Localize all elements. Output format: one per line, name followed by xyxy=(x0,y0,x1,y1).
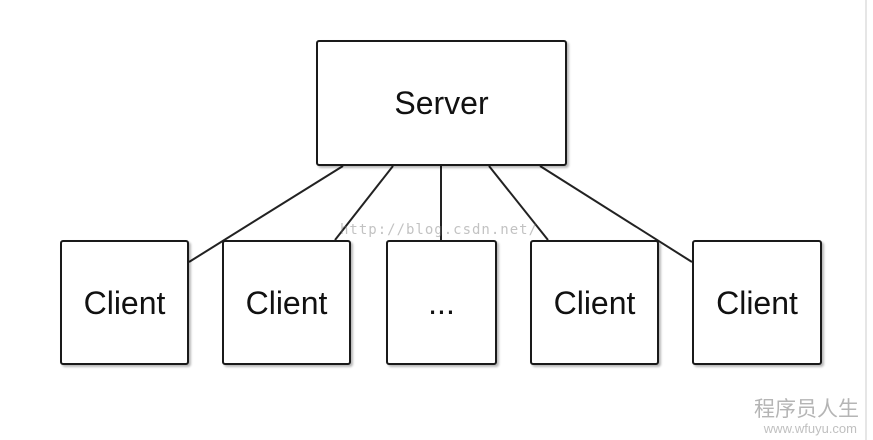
client-node: Client xyxy=(222,240,351,365)
client-node: Client xyxy=(530,240,659,365)
client-label: Client xyxy=(716,284,798,321)
client-label: Client xyxy=(245,284,328,321)
ellipsis-node: ... xyxy=(386,240,497,365)
client-label: Client xyxy=(553,284,636,321)
connector-line xyxy=(334,165,394,241)
client-node: Client xyxy=(60,240,189,365)
server-label: Server xyxy=(394,85,489,121)
connector-line xyxy=(488,165,549,241)
right-border-line xyxy=(865,0,867,440)
connector-line xyxy=(539,165,693,263)
client-node: Client xyxy=(692,240,822,365)
server-node: Server xyxy=(316,40,567,166)
ellipsis-label: ... xyxy=(428,284,455,321)
client-label: Client xyxy=(83,284,166,321)
connector-line xyxy=(188,165,344,263)
